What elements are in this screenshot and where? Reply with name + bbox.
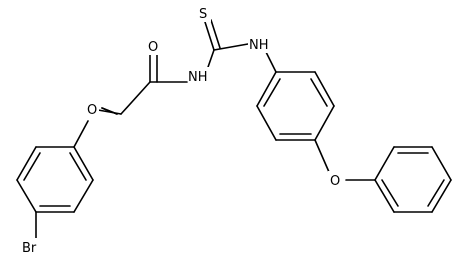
n-thiocarbonyl-bond [206,49,215,71]
aryl-o-bond [73,120,89,148]
atom-s-thio: S [199,7,207,22]
aryl-o2-bond [314,139,330,173]
thiocarbonyl-n-bond [213,43,249,51]
atom-nh-thio: NH [249,38,269,53]
bromophenyl-ring [16,146,94,213]
atom-o-carbonyl: O [148,40,158,55]
atom-br: Br [22,241,37,256]
terminal-phenyl-ring [374,146,452,213]
atom-nh-amide: NH [188,70,208,85]
middle-phenyl-ring [256,71,335,141]
n-aryl-bond [265,51,277,73]
atom-o-ether2: O [330,174,340,189]
ch2-carbonyl-bond [120,81,151,115]
ether-link [97,109,122,115]
atom-o-ether1: O [87,103,97,118]
atom-labels: Br O O NH S NH O [20,4,342,256]
thio-double-bond-a [204,21,215,51]
thio-double-bond-b [210,19,221,49]
